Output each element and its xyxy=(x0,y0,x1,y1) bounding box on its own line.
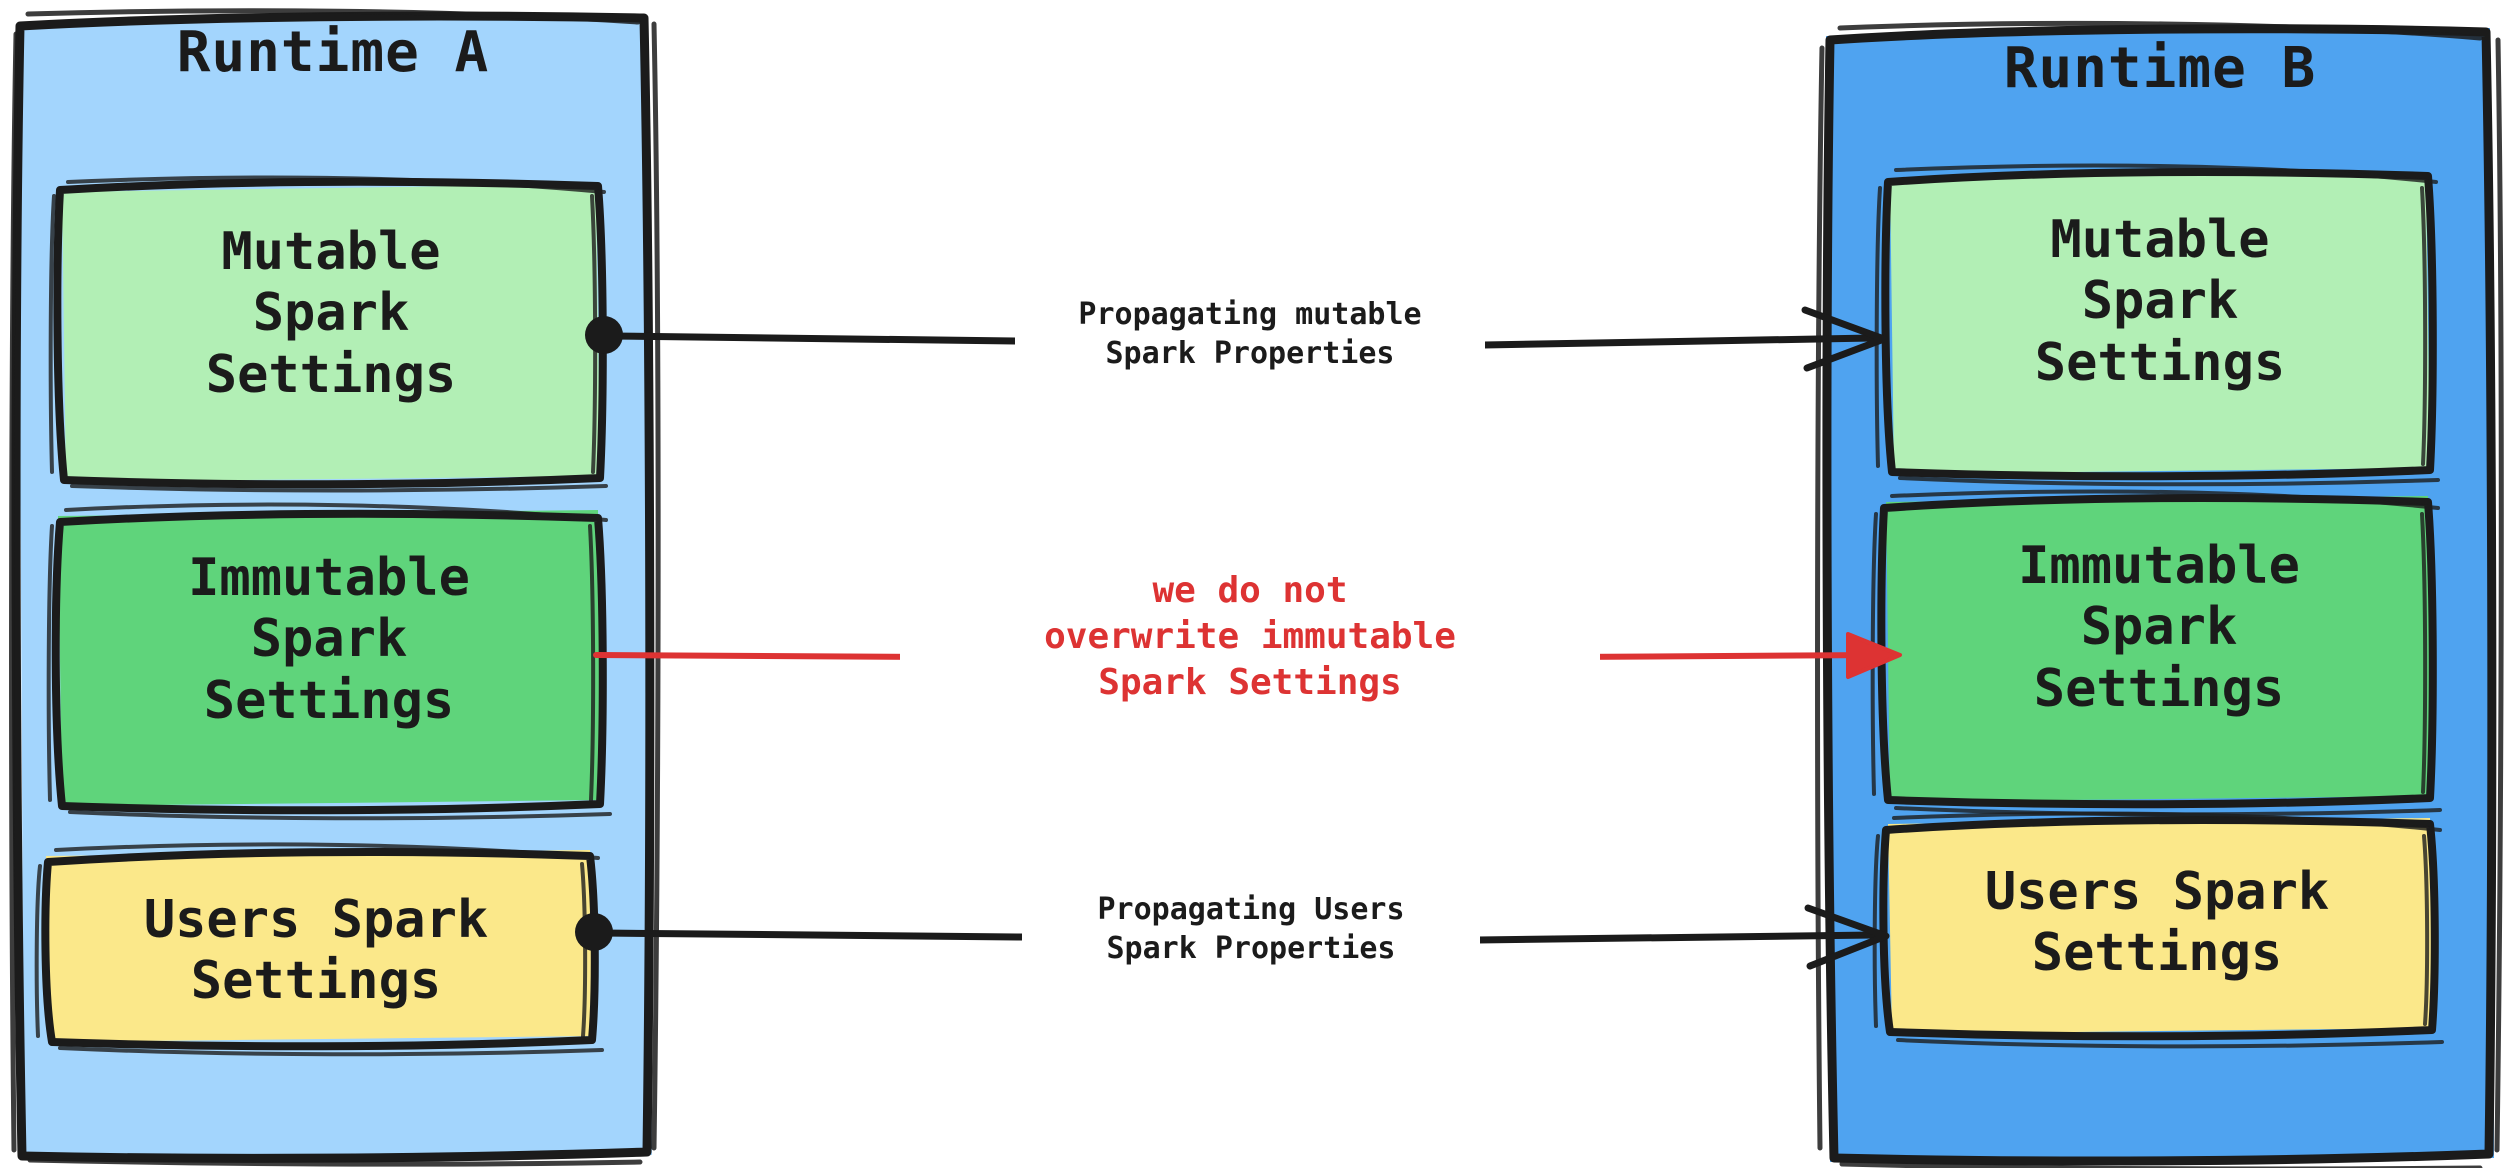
box-b-mutable-label: Mutable Spark Settings xyxy=(2034,210,2286,393)
runtime-a-outline xyxy=(11,11,655,1163)
box-b-immutable-outline xyxy=(1877,494,2437,809)
runtime-a-outline-sketch xyxy=(9,8,661,1167)
box-b-users xyxy=(1872,811,2444,1049)
box-b-users-outline xyxy=(1879,816,2439,1041)
edge-users-arrowhead-icon xyxy=(1804,904,1890,970)
edge-mutable-source-dot xyxy=(585,316,623,354)
edge-immutable-line-left xyxy=(593,652,938,660)
edge-users-source-dot xyxy=(575,913,613,951)
box-a-users-label: Users Spark Settings xyxy=(143,890,489,1012)
edge-users xyxy=(575,904,1890,970)
edge-immutable xyxy=(593,632,1902,679)
box-b-immutable-fill xyxy=(1886,496,2432,802)
edge-users-line-left xyxy=(598,929,1026,941)
edge-immutable-line-right xyxy=(1562,652,1883,660)
box-b-users-outline-sketch xyxy=(1872,811,2444,1049)
runtime-a-title: Runtime A xyxy=(176,20,490,85)
edge-immutable-label: we do not overwrite immutable Spark Sett… xyxy=(900,568,1600,707)
box-a-users-outline-sketch xyxy=(34,842,604,1057)
box-a-mutable-fill xyxy=(62,184,600,482)
edge-mutable xyxy=(585,306,1888,372)
edge-mutable-arrowhead-icon xyxy=(1801,306,1888,372)
box-b-mutable xyxy=(1874,163,2440,487)
edge-mutable-label: Propagating mutable Spark Properties xyxy=(1015,295,1485,373)
edge-mutable-line-right xyxy=(1480,334,1876,349)
box-a-immutable-outline xyxy=(51,509,607,815)
box-a-immutable-fill xyxy=(58,510,602,806)
box-b-immutable-outline-sketch xyxy=(1870,489,2442,817)
box-a-immutable-label: Immutable Spark Settings xyxy=(188,548,470,731)
edge-users-label: Propagating Users Spark Properties xyxy=(1022,890,1480,968)
box-b-immutable-label: Immutable Spark Settings xyxy=(2018,536,2300,719)
edge-immutable-arrowhead-icon xyxy=(1846,632,1902,679)
box-a-immutable xyxy=(46,502,612,821)
box-a-mutable-label: Mutable Spark Settings xyxy=(205,222,457,405)
box-b-mutable-outline-sketch xyxy=(1874,163,2440,487)
box-b-immutable xyxy=(1870,489,2442,817)
edge-users-line-right xyxy=(1474,931,1878,944)
runtime-b-title: Runtime B xyxy=(2003,36,2317,101)
runtime-b-outline xyxy=(1822,24,2497,1166)
box-a-immutable-outline-sketch xyxy=(46,502,612,821)
box-b-users-label: Users Spark Settings xyxy=(1984,862,2330,984)
box-b-users-fill xyxy=(1888,818,2434,1034)
box-b-mutable-fill xyxy=(1890,172,2430,474)
box-a-users-fill xyxy=(46,850,594,1042)
runtime-b-outline-sketch xyxy=(1815,20,2504,1168)
edge-mutable-line-left xyxy=(608,332,1019,345)
box-b-mutable-outline xyxy=(1881,168,2437,481)
